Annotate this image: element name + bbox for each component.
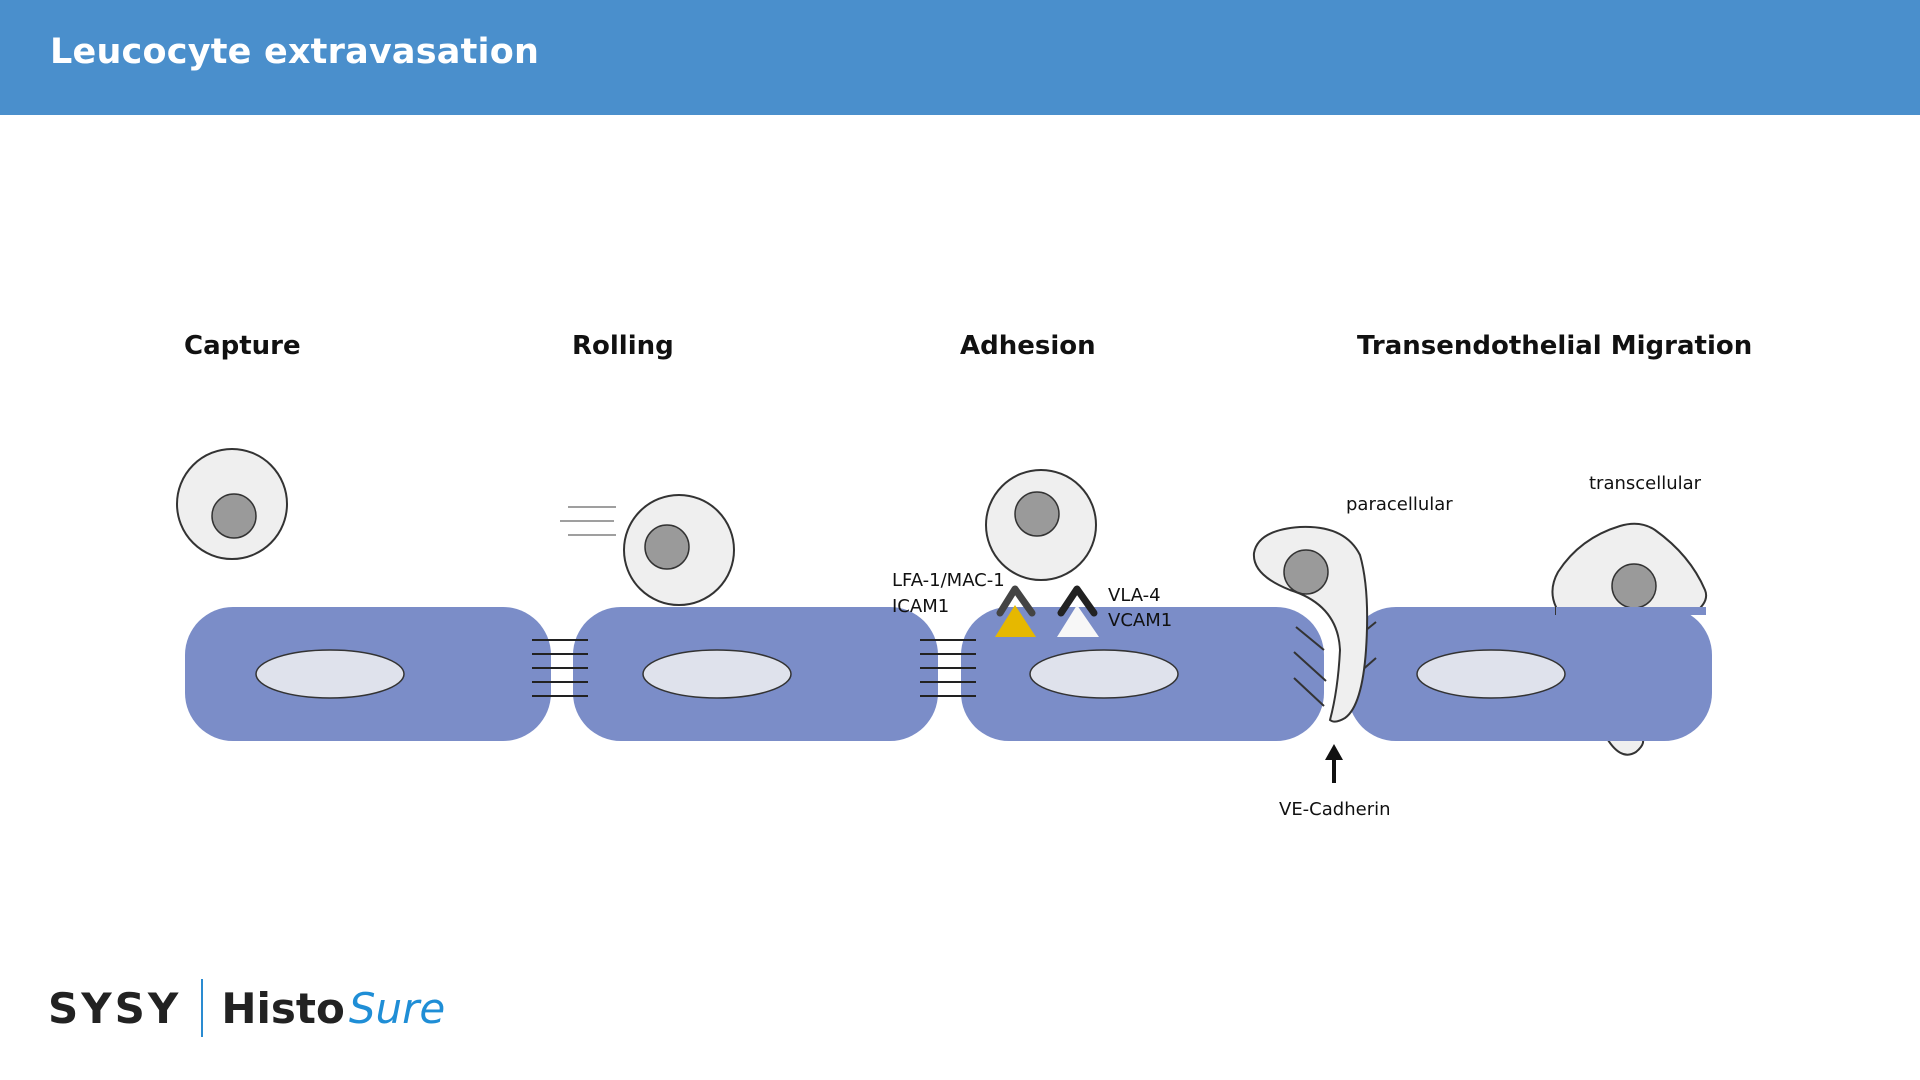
logo-sysy: SYSY bbox=[48, 983, 182, 1033]
label-ve-cadherin: VE-Cadherin bbox=[1279, 799, 1391, 820]
label-transcellular: transcellular bbox=[1589, 473, 1702, 494]
cell-junction-1 bbox=[532, 639, 588, 697]
adhesion-nucleus bbox=[1014, 491, 1060, 537]
paracellular-leucocyte bbox=[1252, 525, 1369, 723]
label-icam1: ICAM1 bbox=[892, 596, 950, 617]
endothelial-nuclei bbox=[255, 649, 1566, 699]
endothelial-nucleus-2 bbox=[642, 649, 792, 699]
cell-junction-2 bbox=[920, 639, 976, 697]
stage-label-migration: Transendothelial Migration bbox=[1357, 331, 1753, 361]
label-lfa1-mac1: LFA-1/MAC-1 bbox=[892, 570, 1005, 591]
label-vla4: VLA-4 bbox=[1108, 585, 1161, 606]
rolling-motion-lines bbox=[560, 506, 616, 536]
capture-nucleus bbox=[211, 493, 257, 539]
paracellular-nucleus bbox=[1283, 549, 1329, 595]
transcellular-nucleus bbox=[1611, 563, 1657, 609]
header-bar: Leucocyte extravasation bbox=[0, 0, 1920, 115]
transcellular-cover bbox=[1556, 607, 1706, 615]
logo-sure: Sure bbox=[348, 983, 446, 1033]
stage-label-adhesion: Adhesion bbox=[960, 331, 1096, 361]
page-title: Leucocyte extravasation bbox=[50, 32, 540, 72]
endothelial-nucleus-3 bbox=[1029, 649, 1179, 699]
lfa1-receptor bbox=[996, 585, 1036, 617]
stage-label-rolling: Rolling bbox=[572, 331, 674, 361]
logo-histo: Histo bbox=[221, 983, 345, 1033]
icam1-ligand bbox=[995, 605, 1036, 637]
logo-divider bbox=[201, 979, 204, 1037]
stage-label-capture: Capture bbox=[184, 331, 301, 361]
ve-cadherin-arrow bbox=[1325, 744, 1343, 783]
vla4-receptor bbox=[1057, 585, 1098, 617]
vcam1-ligand bbox=[1057, 605, 1099, 637]
rolling-leucocyte bbox=[623, 494, 735, 606]
endothelial-nucleus-4 bbox=[1416, 649, 1566, 699]
capture-leucocyte bbox=[176, 448, 288, 560]
label-vcam1: VCAM1 bbox=[1108, 610, 1173, 631]
endothelial-nucleus-1 bbox=[255, 649, 405, 699]
adhesion-leucocyte bbox=[985, 469, 1097, 581]
label-paracellular: paracellular bbox=[1346, 494, 1453, 515]
rolling-nucleus bbox=[644, 524, 690, 570]
